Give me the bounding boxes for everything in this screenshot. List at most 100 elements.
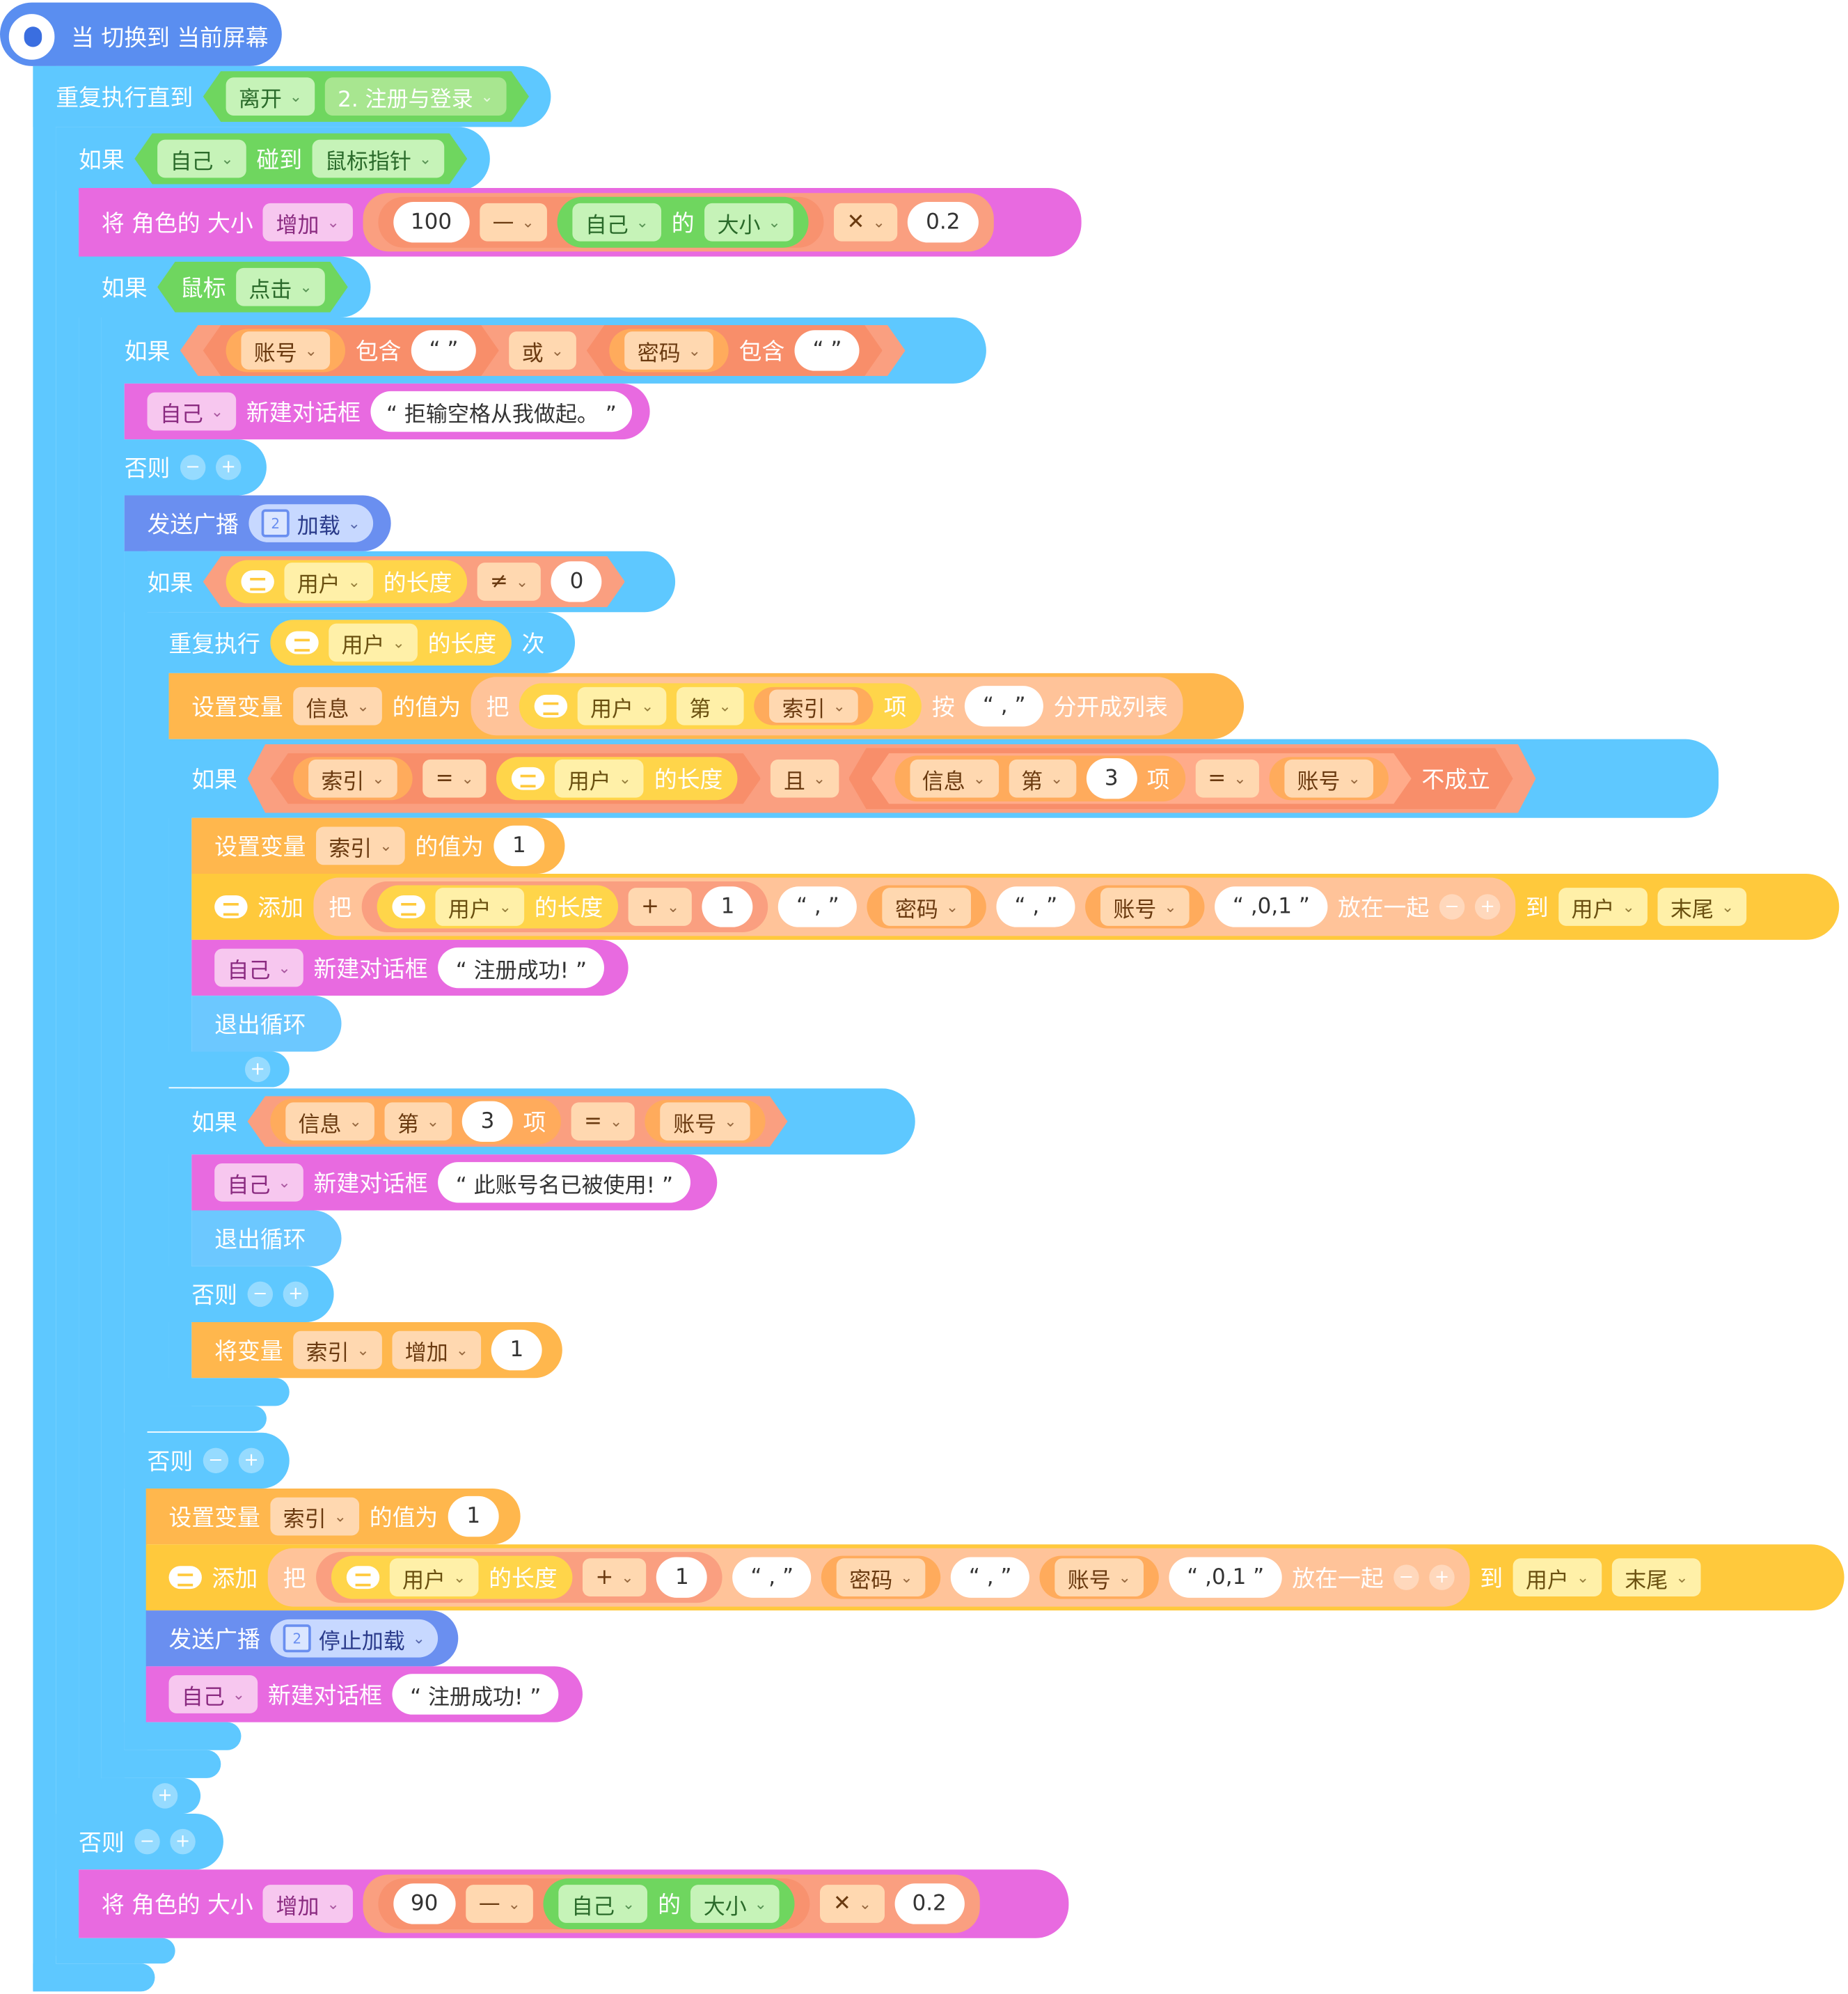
- zero-input[interactable]: 0: [551, 561, 602, 602]
- sprite-dropdown[interactable]: 自己⌄: [147, 392, 237, 431]
- break-block-2[interactable]: 退出循环: [191, 1210, 342, 1266]
- eq-dropdown[interactable]: =⌄: [422, 760, 487, 798]
- list-dropdown[interactable]: 用户⌄: [389, 1558, 479, 1597]
- one-input[interactable]: 1: [656, 1557, 708, 1598]
- screen-dropdown[interactable]: 2. 注册与登录⌄: [325, 77, 506, 116]
- space-input-2[interactable]: “ ”: [795, 330, 860, 370]
- account-dropdown[interactable]: 账号⌄: [1055, 1558, 1144, 1597]
- add-arg-icon[interactable]: +: [1429, 1564, 1455, 1590]
- size-change-block-1[interactable]: 将 角色的 大小 增加⌄ 100 —⌄ 自己⌄ 的 大小⌄ ✕⌄ 0.2: [79, 187, 1082, 257]
- prop-dropdown[interactable]: 大小⌄: [704, 203, 793, 242]
- number-input[interactable]: 90: [393, 1883, 456, 1924]
- var-dropdown[interactable]: 索引⌄: [316, 826, 405, 865]
- plus-expr[interactable]: 用户⌄ 的长度 +⌄ 1: [361, 881, 768, 932]
- if5-block[interactable]: 如果 索引⌄ =⌄ 用户⌄ 的长度 且⌄ 信息⌄ 第⌄ 3 项: [168, 739, 1719, 818]
- add-branch-icon[interactable]: +: [152, 1783, 178, 1809]
- account-dropdown[interactable]: 账号⌄: [241, 331, 330, 370]
- password-var[interactable]: 密码⌄: [821, 1555, 941, 1599]
- remove-branch-icon[interactable]: −: [134, 1828, 160, 1855]
- set-index-block-2[interactable]: 设置变量 索引⌄ 的值为 1: [145, 1488, 521, 1545]
- add-branch-icon[interactable]: +: [215, 455, 242, 480]
- remove-arg-icon[interactable]: −: [1439, 894, 1465, 920]
- list-length-reporter[interactable]: 用户⌄ 的长度: [377, 885, 619, 929]
- minus-expr[interactable]: 100 —⌄ 自己⌄ 的 大小⌄: [377, 196, 824, 248]
- space-input-1[interactable]: “ ”: [411, 330, 476, 370]
- dialog-block-3[interactable]: 自己⌄ 新建对话框 “ 此账号名已被使用! ”: [191, 1154, 718, 1211]
- add-to-list-block-2[interactable]: 添加 把 用户⌄ 的长度 +⌄ 1 “ , ” 密码⌄ “ , ” 账号⌄ “ …: [145, 1544, 1845, 1611]
- dialog-block-4[interactable]: 自己⌄ 新建对话框 “ 注册成功! ”: [145, 1666, 583, 1722]
- if1-block[interactable]: 如果 自己⌄ 碰到 鼠标指针⌄: [56, 127, 490, 191]
- info-dropdown[interactable]: 信息⌄: [285, 1102, 374, 1140]
- compare-op-dropdown[interactable]: ≠⌄: [477, 563, 542, 601]
- add-branch-icon[interactable]: +: [170, 1828, 196, 1855]
- info-item-reporter[interactable]: 信息⌄ 第⌄ 3 项: [270, 1099, 561, 1145]
- and-dropdown[interactable]: 且⌄: [771, 760, 839, 798]
- click-dropdown[interactable]: 点击⌄: [236, 268, 325, 306]
- not-equal-condition[interactable]: 用户⌄ 的长度 ≠⌄ 0: [203, 556, 625, 607]
- account-var[interactable]: 账号⌄: [1269, 757, 1389, 800]
- if6-block[interactable]: 如果 信息⌄ 第⌄ 3 项 =⌄ 账号⌄: [168, 1088, 915, 1155]
- list-length-reporter[interactable]: 用户⌄ 的长度: [226, 560, 468, 603]
- item-index-input[interactable]: 3: [462, 1101, 513, 1142]
- factor-input[interactable]: 0.2: [894, 1883, 965, 1924]
- eq-condition[interactable]: 信息⌄ 第⌄ 3 项 =⌄ 账号⌄: [248, 1096, 788, 1147]
- account-var[interactable]: 账号⌄: [226, 329, 346, 372]
- dialog-text-input[interactable]: “ 此账号名已被使用! ”: [438, 1162, 691, 1203]
- info-dropdown[interactable]: 信息⌄: [910, 760, 999, 798]
- index-var[interactable]: 索引⌄: [293, 757, 413, 800]
- if3-block[interactable]: 如果 账号⌄ 包含 “ ” 或⌄ 密码⌄ 包含 “ ”: [101, 317, 986, 384]
- tail-input[interactable]: “ ,0,1 ”: [1215, 886, 1328, 927]
- password-var[interactable]: 密码⌄: [610, 329, 729, 372]
- contains-cond-1[interactable]: 账号⌄ 包含 “ ”: [203, 325, 499, 376]
- factor-input[interactable]: 0.2: [908, 202, 979, 243]
- tail-input[interactable]: “ ,0,1 ”: [1169, 1557, 1282, 1598]
- sprite-size-reporter[interactable]: 自己⌄ 的 大小⌄: [543, 1878, 796, 1929]
- password-var[interactable]: 密码⌄: [867, 885, 987, 929]
- minus-expr[interactable]: 90 —⌄ 自己⌄ 的 大小⌄: [377, 1878, 811, 1929]
- password-dropdown[interactable]: 密码⌄: [837, 1558, 926, 1597]
- eq-condition-1[interactable]: 索引⌄ =⌄ 用户⌄ 的长度: [270, 753, 761, 804]
- eq-dropdown[interactable]: =⌄: [1195, 760, 1259, 798]
- if2-block[interactable]: 如果 鼠标 点击⌄: [79, 256, 371, 318]
- op-dropdown[interactable]: 增加⌄: [392, 1330, 482, 1369]
- remove-arg-icon[interactable]: −: [1393, 1564, 1419, 1590]
- eq-condition-2[interactable]: 信息⌄ 第⌄ 3 项 =⌄ 账号⌄: [871, 753, 1412, 804]
- and-condition[interactable]: 索引⌄ =⌄ 用户⌄ 的长度 且⌄ 信息⌄ 第⌄ 3 项 =⌄: [248, 744, 1536, 813]
- sprite-dropdown[interactable]: 自己⌄: [214, 948, 303, 987]
- dialog-text-input[interactable]: “ 注册成功! ”: [438, 947, 605, 989]
- di-dropdown[interactable]: 第⌄: [385, 1102, 452, 1140]
- comma-input-1[interactable]: “ , ”: [732, 1557, 812, 1598]
- remove-branch-icon[interactable]: −: [180, 455, 206, 480]
- add-branch-icon[interactable]: +: [238, 1447, 264, 1474]
- dialog-block-2[interactable]: 自己⌄ 新建对话框 “ 注册成功! ”: [191, 939, 629, 996]
- account-var[interactable]: 账号⌄: [1039, 1555, 1160, 1599]
- size-op-dropdown[interactable]: 增加⌄: [263, 203, 353, 242]
- value-input[interactable]: 1: [448, 1496, 499, 1537]
- sprite-dropdown[interactable]: 自己⌄: [214, 1163, 303, 1202]
- list-length-reporter[interactable]: 用户⌄ 的长度: [270, 620, 512, 666]
- dialog-text-input[interactable]: “ 注册成功! ”: [392, 1674, 559, 1715]
- plus-dropdown[interactable]: +⌄: [583, 1558, 647, 1597]
- minus-op-dropdown[interactable]: —⌄: [480, 203, 547, 242]
- minus-op-dropdown[interactable]: —⌄: [466, 1885, 534, 1923]
- sprite-dropdown[interactable]: 自己⌄: [558, 1885, 648, 1923]
- times-op-dropdown[interactable]: ✕⌄: [820, 1885, 885, 1923]
- di-dropdown[interactable]: 第⌄: [1009, 760, 1076, 798]
- account-dropdown[interactable]: 账号⌄: [1284, 760, 1373, 798]
- eq-dropdown[interactable]: =⌄: [571, 1102, 635, 1140]
- set-info-block[interactable]: 设置变量 信息⌄ 的值为 把 用户⌄ 第⌄ 索引⌄ 项 按 “ , ” 分开成列…: [168, 673, 1245, 739]
- leave-condition[interactable]: 离开⌄ 2. 注册与登录⌄: [203, 71, 529, 122]
- value-input[interactable]: 1: [493, 825, 545, 867]
- index-dropdown[interactable]: 索引⌄: [308, 760, 397, 798]
- sprite-dropdown[interactable]: 自己⌄: [572, 203, 662, 242]
- index-dropdown[interactable]: 索引⌄: [769, 689, 859, 723]
- contains-cond-2[interactable]: 密码⌄ 包含 “ ”: [587, 325, 883, 376]
- list-length-reporter[interactable]: 用户⌄ 的长度: [497, 757, 739, 800]
- sprite-dropdown[interactable]: 自己⌄: [168, 1675, 258, 1713]
- add-to-list-block-1[interactable]: 添加 把 用户⌄ 的长度 +⌄ 1 “ , ” 密码⌄ “ , ” 账号⌄ “ …: [191, 874, 1840, 940]
- password-dropdown[interactable]: 密码⌄: [882, 888, 972, 926]
